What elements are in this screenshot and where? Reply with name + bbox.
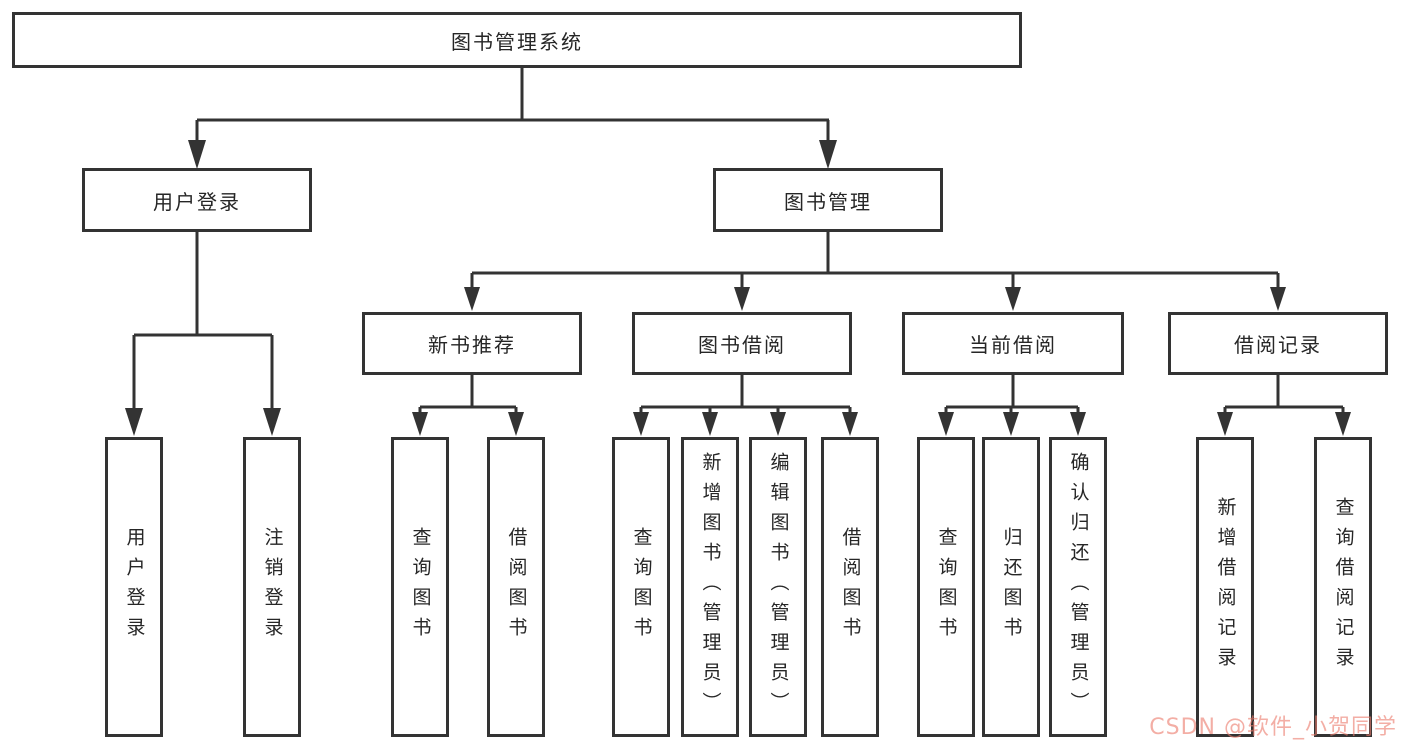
leaf-borrow-book-recommend: 借阅图书 <box>487 437 545 737</box>
leaf-return-book: 归还图书 <box>982 437 1040 737</box>
leaf-logout: 注销登录 <box>243 437 301 737</box>
watermark-text: CSDN @软件_小贺同学 <box>1149 715 1397 740</box>
node-user-login: 用户登录 <box>82 168 312 232</box>
node-new-book-recommend: 新书推荐 <box>362 312 582 375</box>
leaf-user-login: 用户登录 <box>105 437 163 737</box>
leaf-query-borrow-record: 查询借阅记录 <box>1314 437 1372 737</box>
leaf-edit-book-admin: 编辑图书（管理员） <box>749 437 807 737</box>
leaf-add-book-admin: 新增图书（管理员） <box>681 437 739 737</box>
leaf-borrow-book: 借阅图书 <box>821 437 879 737</box>
leaf-confirm-return-admin: 确认归还（管理员） <box>1049 437 1107 737</box>
leaf-query-book-recommend: 查询图书 <box>391 437 449 737</box>
leaf-query-book-borrow: 查询图书 <box>612 437 670 737</box>
node-borrow-records: 借阅记录 <box>1168 312 1388 375</box>
node-book-borrow: 图书借阅 <box>632 312 852 375</box>
leaf-add-borrow-record: 新增借阅记录 <box>1196 437 1254 737</box>
node-root: 图书管理系统 <box>12 12 1022 68</box>
node-current-borrow: 当前借阅 <box>902 312 1124 375</box>
leaf-query-book-current: 查询图书 <box>917 437 975 737</box>
arrowheads <box>125 140 1351 436</box>
node-book-management: 图书管理 <box>713 168 943 232</box>
